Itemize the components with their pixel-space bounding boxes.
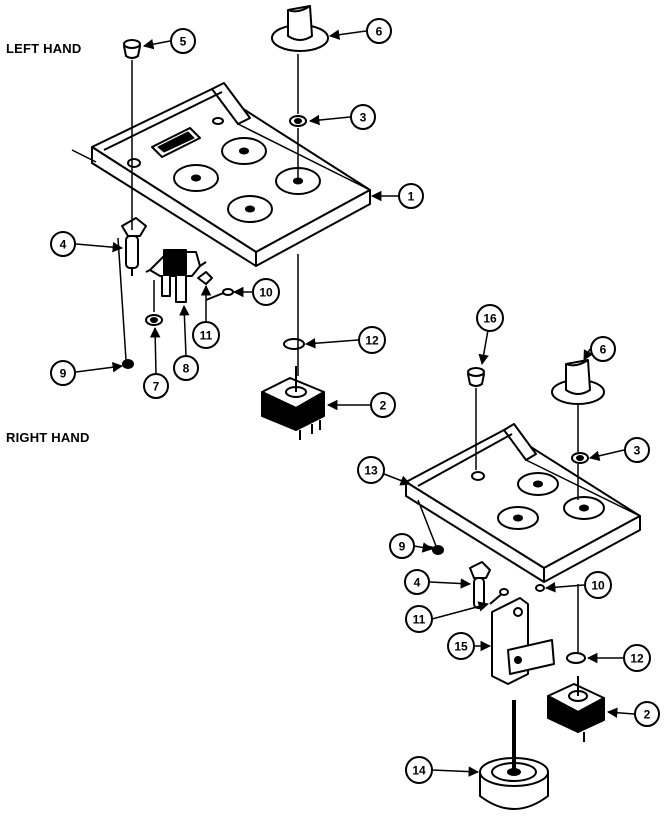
callout-left-10: 10: [252, 278, 280, 306]
svg-text:2: 2: [644, 708, 651, 722]
svg-text:2: 2: [380, 399, 387, 413]
callout-left-11: 11: [192, 321, 220, 349]
callout-right-6: 6: [590, 336, 616, 362]
left-assembly: [71, 5, 371, 440]
right-nut: [571, 452, 589, 464]
right-plug-button: [467, 367, 485, 387]
svg-text:12: 12: [365, 334, 379, 348]
svg-text:9: 9: [60, 367, 67, 381]
callout-right-2: 2: [634, 701, 660, 727]
callout-left-2: 2: [370, 392, 396, 418]
left-control-knob: [271, 5, 329, 52]
left-washer: [145, 314, 163, 326]
svg-text:15: 15: [454, 640, 468, 654]
callout-right-16: 16: [476, 304, 504, 332]
svg-text:6: 6: [376, 25, 383, 39]
callout-right-13: 13: [357, 456, 385, 484]
svg-text:7: 7: [153, 380, 160, 394]
left-screw-9: [122, 359, 134, 369]
callout-left-1: 1: [398, 183, 424, 209]
svg-text:6: 6: [600, 343, 607, 357]
svg-text:4: 4: [414, 576, 421, 590]
svg-text:14: 14: [412, 764, 426, 778]
svg-text:12: 12: [630, 652, 644, 666]
right-assembly: [405, 359, 641, 810]
svg-text:11: 11: [200, 329, 213, 343]
callout-leaders: [75, 29, 635, 777]
svg-text:10: 10: [259, 286, 273, 300]
right-motor: [479, 700, 549, 810]
callout-right-14: 14: [405, 756, 433, 784]
svg-text:4: 4: [60, 238, 67, 252]
svg-text:5: 5: [180, 35, 187, 49]
left-plug-button: [123, 39, 141, 59]
callout-left-8: 8: [173, 355, 199, 381]
left-nut: [289, 115, 307, 127]
left-lamp-holder: [121, 217, 147, 276]
svg-text:3: 3: [360, 111, 367, 125]
callout-left-3: 3: [350, 104, 376, 130]
callout-left-9: 9: [50, 360, 76, 386]
svg-text:13: 13: [364, 464, 378, 478]
left-hand-label: LEFT HAND: [6, 41, 82, 56]
svg-text:10: 10: [591, 579, 605, 593]
callout-right-11: 11: [405, 605, 433, 633]
right-control-panel: [405, 423, 641, 583]
callout-right-3: 3: [624, 437, 650, 463]
left-switch: [145, 249, 207, 303]
right-bracket: [491, 597, 555, 685]
right-control-knob: [551, 359, 605, 405]
left-screw: [205, 288, 234, 301]
svg-text:11: 11: [413, 613, 426, 627]
callout-right-9: 9: [389, 533, 415, 559]
callout-right-10: 10: [584, 571, 612, 599]
right-hand-label: RIGHT HAND: [6, 430, 90, 445]
right-screw-11: [489, 588, 509, 605]
svg-text:9: 9: [399, 540, 406, 554]
callout-left-4: 4: [50, 231, 76, 257]
right-infinite-switch: [547, 676, 605, 742]
right-screw-10: [535, 584, 545, 592]
right-screw-9: [425, 545, 444, 555]
right-o-ring: [566, 652, 586, 664]
left-o-ring: [283, 338, 305, 350]
svg-text:8: 8: [183, 362, 190, 376]
callout-left-7: 7: [143, 373, 169, 399]
callout-left-6: 6: [366, 18, 392, 44]
callouts: 5 6 3 1 4 10 11 8 7 9 12 2 16 6 3 13 9 4…: [50, 18, 660, 784]
svg-text:16: 16: [483, 312, 497, 326]
svg-text:3: 3: [634, 444, 641, 458]
left-small-nut: [197, 271, 213, 285]
callout-right-12: 12: [623, 644, 651, 672]
right-lamp-holder: [469, 561, 491, 609]
callout-left-5: 5: [170, 28, 196, 54]
left-control-panel: [91, 82, 371, 267]
left-infinite-switch: [261, 366, 325, 440]
callout-left-12: 12: [358, 326, 386, 354]
svg-text:1: 1: [408, 190, 415, 204]
callout-right-15: 15: [447, 632, 475, 660]
callout-right-4: 4: [404, 569, 430, 595]
